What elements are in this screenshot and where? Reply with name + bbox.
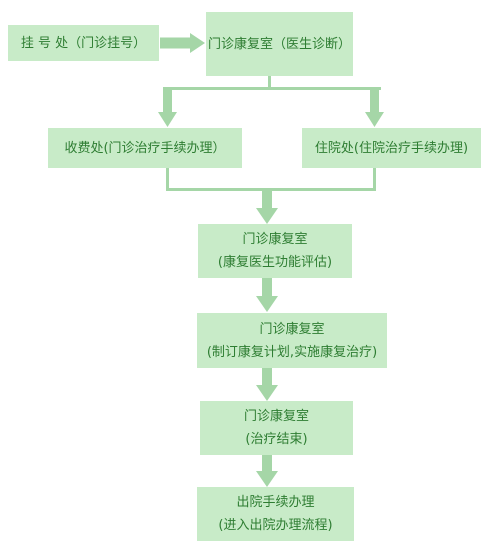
step-treatment-end-detail: (治疗结束) xyxy=(245,432,308,447)
step-discharge-detail: (进入出院办理流程) xyxy=(218,518,333,533)
arrow-plan-to-end xyxy=(256,368,278,401)
step-rehab-plan: 门诊康复室 (制订康复计划,实施康复治疗) xyxy=(197,313,387,368)
arrow-end-to-discharge xyxy=(256,455,278,487)
connector-split-bar xyxy=(163,87,381,90)
arrow-to-evaluation xyxy=(256,190,278,224)
step-registration-label: 挂 号 处（门诊挂号） xyxy=(20,35,147,51)
step-doctor-diagnosis-label: 门诊康复室（医生诊断） xyxy=(207,36,351,52)
arrow-to-inpatient xyxy=(365,87,384,127)
connector-cashier-drop xyxy=(166,168,169,190)
step-function-evaluation: 门诊康复室 (康复医生功能评估) xyxy=(198,224,352,278)
step-function-evaluation-title: 门诊康复室 xyxy=(242,232,308,247)
step-inpatient-office-label: 住院处(住院治疗手续办理) xyxy=(314,140,469,156)
step-function-evaluation-detail: (康复医生功能评估) xyxy=(217,255,333,270)
step-cashier-label: 收费处(门诊治疗手续办理） xyxy=(64,140,226,156)
step-discharge: 出院手续办理 (进入出院办理流程) xyxy=(197,487,354,541)
step-registration: 挂 号 处（门诊挂号） xyxy=(8,25,159,61)
arrow-evaluation-to-plan xyxy=(256,278,278,312)
step-doctor-diagnosis: 门诊康复室（医生诊断） xyxy=(206,12,353,76)
arrow-registration-to-consult xyxy=(160,33,205,53)
step-cashier: 收费处(门诊治疗手续办理） xyxy=(48,128,242,168)
step-rehab-plan-detail: (制订康复计划,实施康复治疗) xyxy=(206,344,378,360)
step-treatment-end-title: 门诊康复室 xyxy=(243,409,309,424)
step-rehab-plan-title: 门诊康复室 xyxy=(259,321,325,337)
step-inpatient-office: 住院处(住院治疗手续办理) xyxy=(302,128,481,168)
step-discharge-title: 出院手续办理 xyxy=(236,495,315,510)
step-treatment-end: 门诊康复室 (治疗结束) xyxy=(200,401,353,455)
connector-inpatient-drop xyxy=(373,168,376,190)
connector-consult-stem xyxy=(268,76,271,89)
arrow-to-cashier xyxy=(158,87,177,127)
connector-merge-bar xyxy=(166,188,376,191)
